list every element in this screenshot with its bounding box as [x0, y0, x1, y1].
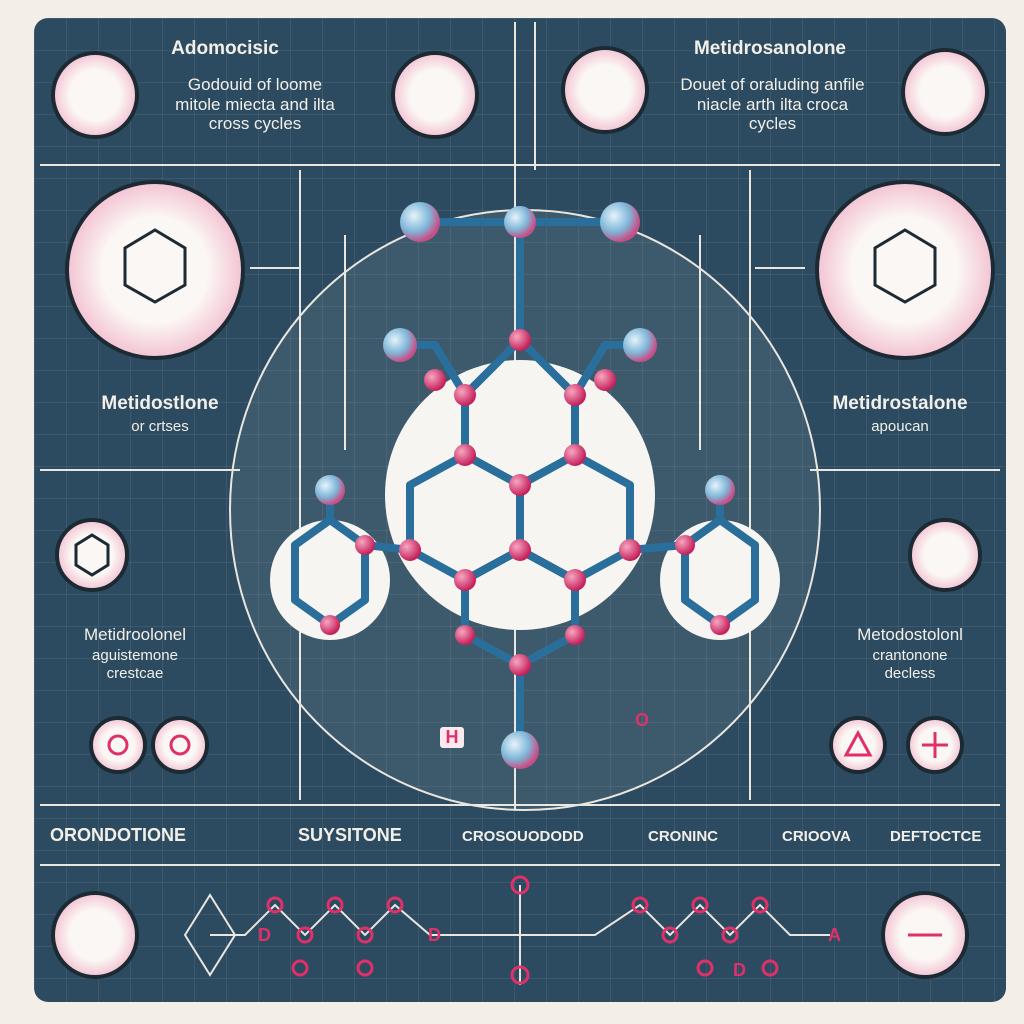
- atoms-blue: [315, 202, 735, 769]
- bottom-label-6: DEFTOCTCE: [890, 828, 982, 845]
- lower-left-title: Metidroolonel: [83, 625, 187, 644]
- top-left-title: Adomocisic: [171, 38, 279, 59]
- frame-lines: [40, 22, 1000, 866]
- chain-letter-4: A: [828, 925, 841, 945]
- mid-right-subtitle: apoucan: [871, 418, 929, 435]
- bottom-label-1: ORONDOTIONE: [50, 825, 187, 845]
- lower-right-line2: crantonone: [872, 647, 948, 664]
- center-marker-h: H: [440, 727, 464, 748]
- chain-nodes: [107, 729, 948, 985]
- lower-right-title: Metodostolonl: [857, 625, 963, 644]
- top-left-description: Godouid of loome mitole miecta and ilta …: [175, 75, 335, 134]
- mid-left-title: Metidostlone: [101, 393, 219, 414]
- chain-letter-3: D: [733, 960, 746, 980]
- chain-letter-1: D: [258, 925, 271, 945]
- lower-left-line2: aguistemone: [92, 647, 178, 664]
- chain-letter-2: D: [428, 925, 441, 945]
- lower-right-line3: decless: [884, 665, 936, 682]
- top-right-description: Douet of oraluding anfile niacle arth il…: [680, 75, 865, 134]
- bottom-label-4: CRONINC: [648, 828, 718, 845]
- bottom-label-2: SUYSITONE: [298, 825, 402, 845]
- mid-right-title: Metidrostalone: [832, 393, 968, 414]
- bottom-label-5: CRIOOVA: [782, 828, 851, 845]
- center-marker-o: O: [634, 710, 649, 730]
- bottom-label-3: CROSOUODODD: [462, 828, 584, 845]
- lower-left-line3: crestcae: [106, 665, 164, 682]
- top-right-title: Metidrosanolone: [693, 38, 846, 59]
- atoms-pink: [320, 329, 730, 676]
- mid-left-subtitle: or crtses: [131, 418, 189, 435]
